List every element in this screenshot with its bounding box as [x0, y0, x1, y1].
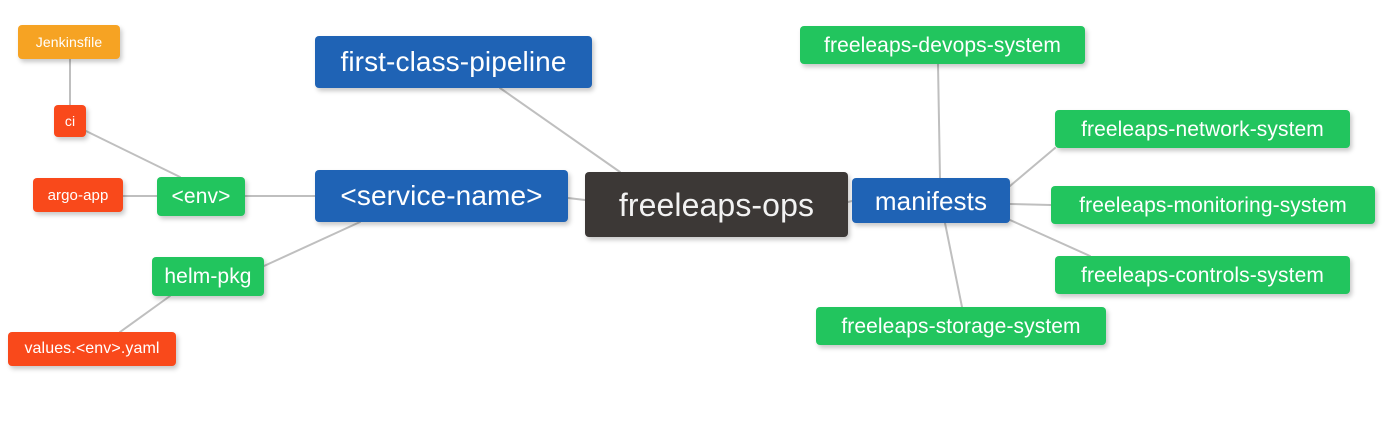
mindmap-edge — [567, 197, 586, 201]
mindmap-node-freeleaps-monitoring-system[interactable]: freeleaps-monitoring-system — [1051, 186, 1375, 224]
mindmap-node-helm-pkg[interactable]: helm-pkg — [152, 257, 264, 296]
mindmap-edge — [85, 130, 181, 178]
mindmap-node-env[interactable]: <env> — [157, 177, 245, 216]
mindmap-node-label: freeleaps-ops — [618, 186, 815, 223]
mindmap-node-label: freeleaps-controls-system — [1081, 263, 1324, 287]
mindmap-edge — [937, 63, 941, 179]
mindmap-node-freeleaps-storage-system[interactable]: freeleaps-storage-system — [816, 307, 1106, 345]
mindmap-node-label: Jenkinsfile — [35, 34, 103, 50]
mindmap-node-ci[interactable]: ci — [54, 105, 86, 137]
mindmap-node-label: <service-name> — [340, 180, 543, 211]
mindmap-node-freeleaps-devops-system[interactable]: freeleaps-devops-system — [800, 26, 1085, 64]
mindmap-edge — [263, 221, 361, 267]
mindmap-edge — [119, 295, 171, 333]
mindmap-node-label: helm-pkg — [164, 265, 252, 288]
mindmap-edge — [499, 87, 621, 173]
mindmap-node-jenkinsfile[interactable]: Jenkinsfile — [18, 25, 120, 59]
mindmap-node-freeleaps-ops[interactable]: freeleaps-ops — [585, 172, 848, 237]
mindmap-node-label: argo-app — [47, 186, 109, 204]
mindmap-node-manifests[interactable]: manifests — [852, 178, 1010, 223]
mindmap-node-label: freeleaps-network-system — [1081, 117, 1324, 141]
mindmap-node-argo-app[interactable]: argo-app — [33, 178, 123, 212]
mindmap-node-label: ci — [64, 113, 76, 129]
mindmap-node-label: freeleaps-monitoring-system — [1079, 193, 1347, 217]
mindmap-node-values-yaml[interactable]: values.<env>.yaml — [8, 332, 176, 366]
mindmap-edge — [1009, 147, 1056, 187]
mindmap-node-label: manifests — [874, 185, 988, 216]
mindmap-node-label: freeleaps-devops-system — [824, 33, 1061, 57]
mindmap-edge — [944, 222, 963, 308]
mindmap-node-label: freeleaps-storage-system — [841, 314, 1081, 338]
mindmap-node-freeleaps-controls-system[interactable]: freeleaps-controls-system — [1055, 256, 1350, 294]
mindmap-node-freeleaps-network-system[interactable]: freeleaps-network-system — [1055, 110, 1350, 148]
mindmap-node-service-name[interactable]: <service-name> — [315, 170, 568, 222]
mindmap-node-label: first-class-pipeline — [340, 46, 567, 77]
mindmap-edge — [1009, 203, 1052, 206]
mindmap-node-label: <env> — [171, 185, 231, 208]
mindmap-node-first-class-pipeline[interactable]: first-class-pipeline — [315, 36, 592, 88]
mindmap-edge — [1009, 219, 1091, 257]
mindmap-node-label: values.<env>.yaml — [24, 340, 160, 357]
